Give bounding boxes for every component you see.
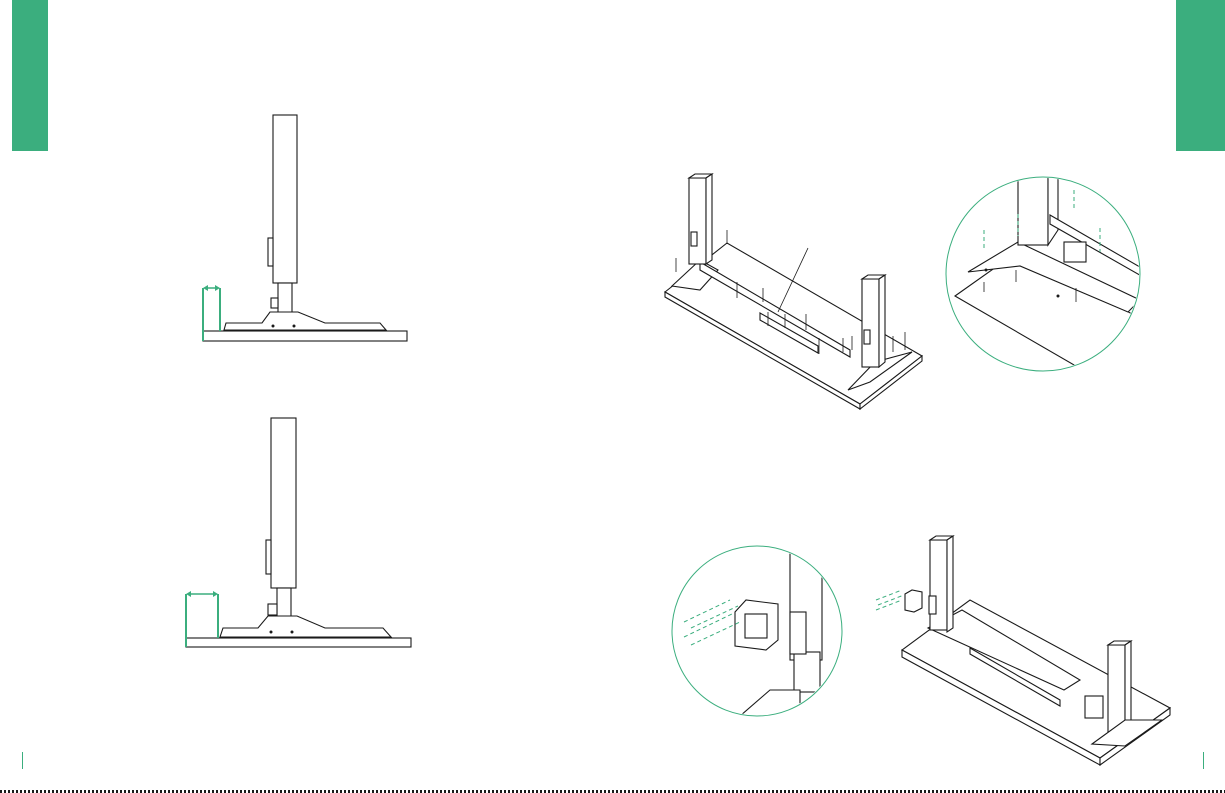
- column-bracket: [268, 238, 273, 266]
- tabletop: [186, 638, 411, 647]
- tabletop: [203, 331, 407, 341]
- column-right: [862, 279, 879, 367]
- figure-crossbar-detail-zoom: [946, 160, 1160, 380]
- figure-control-box-detail-zoom: [672, 546, 842, 716]
- column-screw-block: [271, 298, 278, 308]
- figure-control-box-assembly: [876, 536, 1170, 765]
- figure-foot-offset-large: [186, 418, 411, 647]
- column-inner: [278, 283, 292, 313]
- figure-crossbar-assembly: [665, 174, 922, 409]
- double-arrow-icon: [203, 285, 220, 291]
- column-left: [689, 178, 706, 264]
- column-bracket: [266, 540, 271, 574]
- control-box: [905, 590, 922, 612]
- column-outer: [273, 115, 297, 283]
- figure-foot-offset-small: [203, 115, 407, 341]
- screw-icon: [876, 590, 904, 610]
- double-arrow-icon: [186, 591, 218, 597]
- foot: [220, 616, 391, 637]
- column-inner: [277, 588, 291, 618]
- foot: [224, 312, 386, 330]
- column-left: [930, 540, 947, 630]
- column-outer: [271, 418, 296, 588]
- column-screw-block: [268, 604, 277, 615]
